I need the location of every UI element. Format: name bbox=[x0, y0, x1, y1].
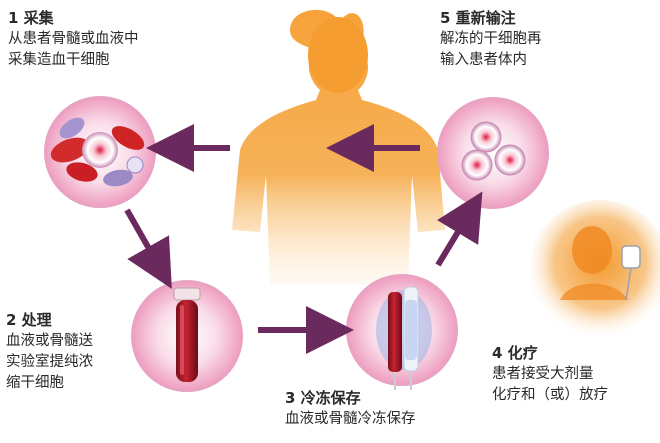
arrow-freeze-to-reinfuse bbox=[435, 191, 483, 267]
thawed-cells-icon bbox=[437, 97, 549, 209]
step-3-number: 3 bbox=[285, 389, 296, 407]
step-1-number: 1 bbox=[8, 9, 19, 27]
step-1-desc-line-2: 采集造血干细胞 bbox=[8, 52, 110, 68]
step-2-label: 2 处理 血液或骨髓送 实验室提纯浓 缩干细胞 bbox=[6, 310, 93, 394]
step-3-label: 3 冷冻保存 血液或骨髓冷冻保存 bbox=[285, 388, 416, 430]
step-2-desc-line-1: 血液或骨髓送 bbox=[6, 333, 93, 349]
arrow-collect-to-process bbox=[124, 208, 172, 289]
frozen-vial-icon bbox=[346, 274, 458, 390]
chemo-patient-icon bbox=[530, 200, 660, 340]
step-5-number: 5 bbox=[440, 9, 451, 27]
step-5-title: 重新输注 bbox=[455, 9, 516, 27]
step-5-desc-line-2: 输入患者体内 bbox=[440, 52, 527, 68]
step-3-desc-line-1: 血液或骨髓冷冻保存 bbox=[285, 411, 416, 427]
step-3-title: 冷冻保存 bbox=[300, 389, 361, 407]
step-2-desc-line-2: 实验室提纯浓 bbox=[6, 354, 93, 370]
step-2-title: 处理 bbox=[21, 311, 52, 329]
flow-arrows bbox=[124, 124, 483, 354]
step-4-title: 化疗 bbox=[507, 344, 538, 362]
step-4-desc-line-1: 患者接受大剂量 bbox=[492, 366, 594, 382]
step-5-label: 5 重新输注 解冻的干细胞再 输入患者体内 bbox=[440, 8, 542, 71]
step-1-title: 采集 bbox=[23, 9, 54, 27]
step-1-label: 1 采集 从患者骨髓或血液中 采集造血干细胞 bbox=[8, 8, 139, 71]
step-4-label: 4 化疗 患者接受大剂量 化疗和（或）放疗 bbox=[492, 343, 608, 406]
blood-tube-icon bbox=[131, 280, 243, 392]
step-2-desc-line-3: 缩干细胞 bbox=[6, 375, 64, 391]
step-2-number: 2 bbox=[6, 311, 17, 329]
step-4-desc-line-2: 化疗和（或）放疗 bbox=[492, 387, 608, 403]
step-4-number: 4 bbox=[492, 344, 503, 362]
step-5-desc-line-1: 解冻的干细胞再 bbox=[440, 31, 542, 47]
cell-sample-icon bbox=[44, 96, 156, 208]
step-1-desc-line-1: 从患者骨髓或血液中 bbox=[8, 31, 139, 47]
